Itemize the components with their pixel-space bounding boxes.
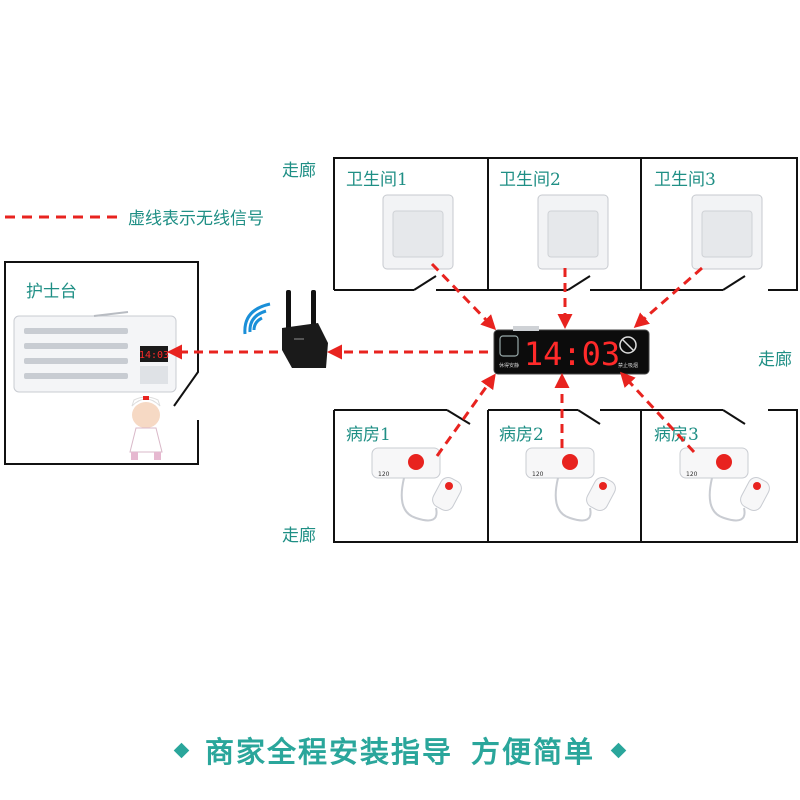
corridor-label-right: 走廊	[758, 350, 792, 370]
bathroom-block	[333, 157, 798, 291]
wireless-router	[282, 290, 328, 368]
caption-bar: 商家全程安装指导 方便简单	[0, 725, 800, 775]
bathroom-2-call-button	[537, 194, 609, 270]
corridor-label-bottom: 走廊	[282, 526, 316, 546]
nurse-cartoon-icon	[129, 396, 163, 460]
ward-2-label: 病房2	[499, 425, 544, 445]
caption-sub: 方便简单	[471, 735, 596, 769]
ward-3-unit-number: 120	[686, 471, 698, 478]
signal-bathroom-1	[430, 262, 497, 331]
legend-label: 虚线表示无线信号	[128, 209, 264, 229]
wireless-signal-arrows	[167, 262, 703, 457]
bathroom-3-label: 卫生间3	[654, 170, 716, 190]
nurse-station-room: 护士台 14:03	[4, 261, 199, 465]
signal-ward-1	[435, 373, 496, 457]
corridor-led-display: 休得安静 14:03 禁止吸烟	[493, 326, 650, 375]
ward-1-bedside-unit: 120	[371, 447, 462, 522]
bathroom-3-call-button	[691, 194, 763, 270]
diamond-icon	[173, 742, 190, 758]
bathroom-1-label: 卫生间1	[346, 170, 408, 190]
ward-3-bedside-unit: 120	[679, 447, 770, 522]
ward-1-unit-number: 120	[378, 471, 390, 478]
signal-ward-3	[619, 371, 696, 454]
nurse-station-label: 护士台	[26, 282, 77, 302]
caption-main: 商家全程安装指导	[204, 735, 453, 769]
display-right-caption: 禁止吸烟	[618, 362, 638, 369]
wifi-signal-icon	[243, 302, 271, 335]
ward-3-label: 病房3	[654, 425, 699, 445]
ward-2-bedside-unit: 120	[525, 447, 616, 522]
diamond-icon	[610, 742, 627, 758]
nurse-host-unit: 14:03	[13, 311, 177, 393]
bathroom-2-label: 卫生间2	[499, 170, 561, 190]
ward-2-unit-number: 120	[532, 471, 544, 478]
bathroom-1-call-button	[382, 194, 454, 270]
corridor-label-top: 走廊	[282, 161, 316, 181]
host-display-digits: 14:03	[139, 350, 169, 361]
ward-1-label: 病房1	[346, 425, 391, 445]
signal-bathroom-3	[633, 266, 703, 328]
display-time: 14:03	[524, 335, 620, 373]
display-left-caption: 休得安静	[499, 362, 519, 369]
no-smoking-icon	[619, 336, 637, 354]
